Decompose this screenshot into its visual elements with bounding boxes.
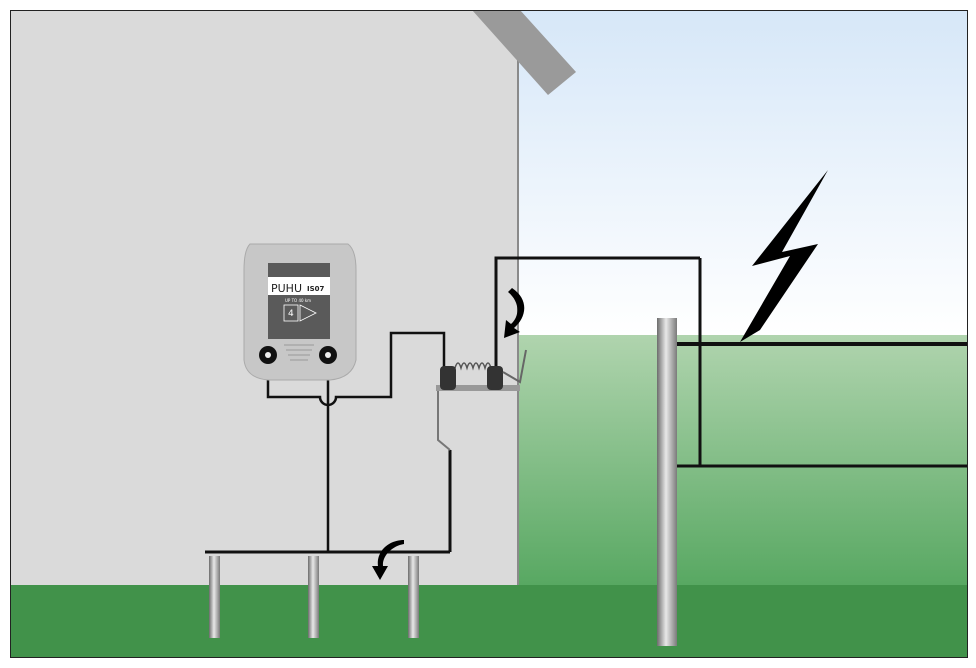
device-brand: PUHU xyxy=(271,282,302,295)
ground xyxy=(10,585,968,658)
energizer-device: PUHU IS07 UP TO 40 km 4 xyxy=(243,243,357,381)
frame xyxy=(10,10,968,658)
ground-rod xyxy=(408,556,419,638)
terminal xyxy=(487,366,503,390)
device-model: IS07 xyxy=(307,285,325,293)
ground-rod xyxy=(209,556,220,638)
current-arrow-icon xyxy=(504,288,525,338)
ground-arrow-icon xyxy=(372,540,404,580)
roof-beam xyxy=(472,10,576,95)
device-display: 4 xyxy=(288,309,294,319)
wiring xyxy=(205,331,452,554)
ground-rods xyxy=(209,556,419,638)
lightning-arrester xyxy=(436,349,527,391)
terminal xyxy=(440,366,456,390)
fence-wires xyxy=(494,256,968,468)
lightning-icon xyxy=(740,170,828,342)
ground-rod xyxy=(308,556,319,638)
device-range: UP TO 40 km xyxy=(285,298,311,303)
fence-post xyxy=(657,318,677,646)
